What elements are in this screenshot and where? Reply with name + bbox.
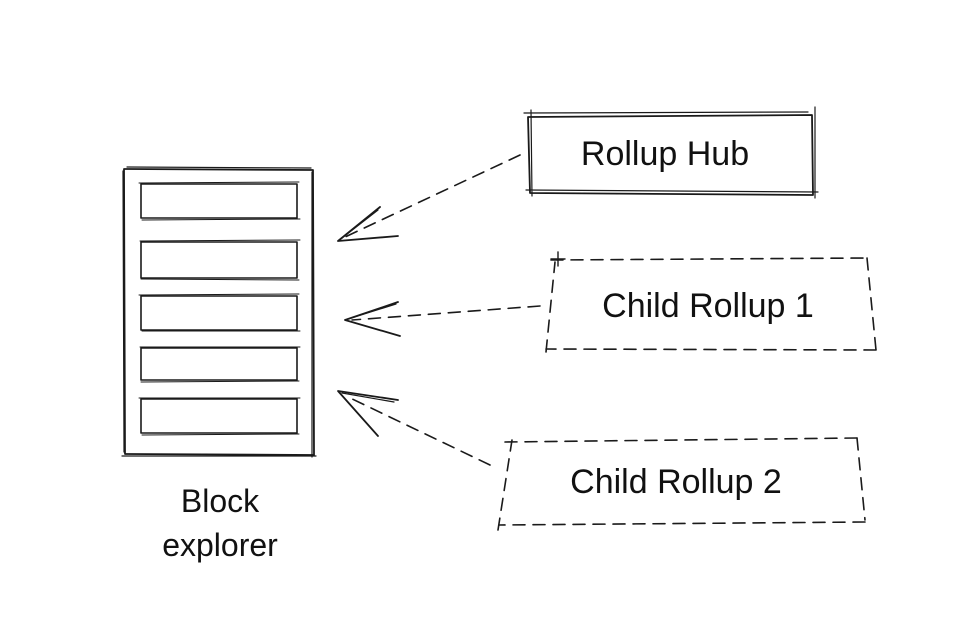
arrow-child-rollup-2-to-explorer xyxy=(337,390,491,466)
child-rollup-2-node: Child Rollup 2 xyxy=(497,437,866,531)
block-explorer-frame xyxy=(121,166,317,458)
block-explorer-label-line1: Block xyxy=(181,483,260,519)
block-explorer: Block explorer xyxy=(121,166,317,563)
block-row xyxy=(139,346,301,383)
rollup-hub-node: Rollup Hub xyxy=(523,106,819,199)
child-rollup-1-node: Child Rollup 1 xyxy=(545,251,877,353)
block-row xyxy=(138,181,301,221)
rollup-hub-label: Rollup Hub xyxy=(581,135,749,173)
block-row xyxy=(138,397,301,436)
block-explorer-label-line2: explorer xyxy=(162,527,278,563)
block-row xyxy=(139,239,301,281)
arrow-child-rollup-1-to-explorer xyxy=(344,301,541,337)
arrow-rollup-hub-to-explorer xyxy=(337,154,521,242)
block-row xyxy=(138,293,301,332)
child-rollup-2-label: Child Rollup 2 xyxy=(570,463,782,501)
child-rollup-1-label: Child Rollup 1 xyxy=(602,287,814,325)
